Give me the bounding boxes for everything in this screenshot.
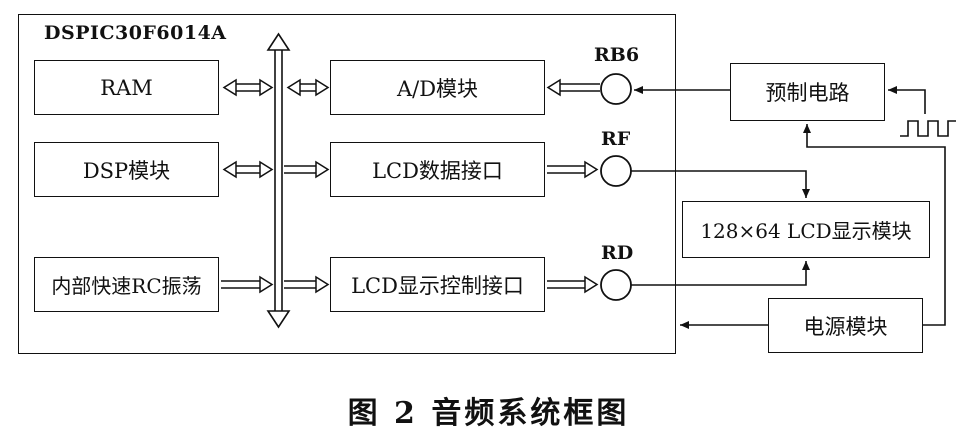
lcd-data-rf-double-arrow-icon xyxy=(547,160,599,179)
power-module-block: 电源模块 xyxy=(768,298,923,353)
pin-rf-circle xyxy=(600,155,632,187)
dsp-block: DSP模块 xyxy=(34,142,219,197)
lcd-ctrl-rd-double-arrow-icon xyxy=(547,275,599,294)
pin-label-rf: RF xyxy=(601,128,631,150)
lcd-display-module-block: 128×64 LCD显示模块 xyxy=(682,201,930,258)
rd-to-lcd-module-wire xyxy=(631,261,810,286)
lcd-data-interface-block: LCD数据接口 xyxy=(330,142,545,197)
pin-label-rb6: RB6 xyxy=(594,44,640,66)
signal-input-wire xyxy=(888,86,926,114)
precondition-circuit-block: 预制电路 xyxy=(730,63,885,121)
square-wave-icon xyxy=(900,120,956,137)
lcd-control-interface-block: LCD显示控制接口 xyxy=(330,257,545,312)
rc-oscillator-block: 内部快速RC振荡 xyxy=(34,257,219,312)
pin-rd-circle xyxy=(600,269,632,301)
ram-bus-double-arrow-icon xyxy=(222,78,274,97)
chip-title: DSPIC30F6014A xyxy=(44,22,227,44)
rb6-adc-double-arrow-icon xyxy=(546,78,600,97)
ram-block: RAM xyxy=(34,60,219,115)
bus-lcd-data-double-arrow-icon xyxy=(284,160,330,179)
internal-bus xyxy=(266,32,291,329)
dsp-bus-double-arrow-icon xyxy=(222,160,274,179)
adc-block: A/D模块 xyxy=(330,60,545,115)
bus-lcd-ctrl-double-arrow-icon xyxy=(284,275,330,294)
rf-to-lcd-module-wire xyxy=(631,170,810,198)
power-to-precond-wire xyxy=(803,124,946,326)
osc-bus-double-arrow-icon xyxy=(221,275,274,294)
figure-caption: 图 2 音频系统框图 xyxy=(347,396,630,431)
bus-adc-double-arrow-icon xyxy=(286,78,330,97)
pin-rb6-circle xyxy=(600,73,632,105)
pin-label-rd: RD xyxy=(601,242,634,264)
